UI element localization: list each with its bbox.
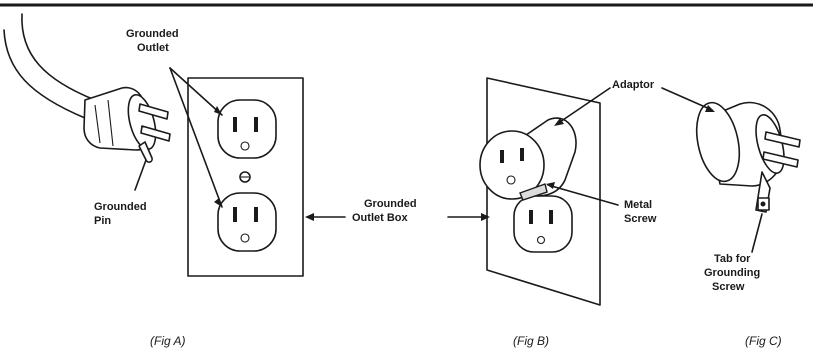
wall-plate-with-adaptor [479,77,601,306]
caption-fig-c: (Fig C) [745,334,782,348]
caption-fig-a: (Fig A) [150,334,186,348]
duplex-outlet [187,77,304,277]
label-grounded-outlet-box: Grounded Outlet Box [352,198,420,224]
label-adaptor: Adaptor [612,79,655,91]
label-grounded-outlet: Grounded Outlet [126,28,182,54]
label-grounded-pin: Grounded Pin [94,201,150,227]
adaptor-plug [695,101,801,213]
label-metal-screw: Metal Screw [624,199,657,225]
caption-fig-b: (Fig B) [513,334,549,348]
leader-lines [134,67,763,253]
three-prong-plug [3,13,171,163]
label-tab-for-grounding-screw: Tab for Grounding Screw [704,253,763,293]
